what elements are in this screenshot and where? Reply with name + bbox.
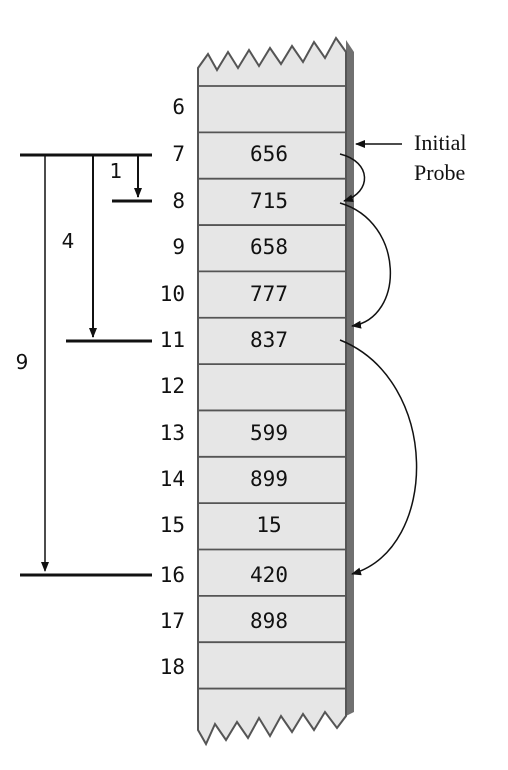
index-label-10: 10 (160, 282, 185, 306)
step-distance-label-9: 9 (16, 350, 29, 374)
index-label-16: 16 (160, 563, 185, 587)
probe-arrow-8-to-11 (339, 202, 392, 329)
step-distance-label-4: 4 (62, 229, 75, 253)
array-column (197, 36, 354, 747)
column-shadow (346, 40, 354, 716)
index-label-17: 17 (160, 609, 185, 633)
probe-label-line2: Probe (414, 160, 465, 185)
index-label-8: 8 (172, 189, 185, 213)
index-label-12: 12 (160, 374, 185, 398)
probe-sequence-arrows (339, 153, 418, 576)
cell-value-11: 837 (250, 328, 288, 352)
cell-value-17: 898 (250, 609, 288, 633)
index-label-6: 6 (172, 95, 185, 119)
cell-value-16: 420 (250, 563, 288, 587)
cell-value-8: 715 (250, 189, 288, 213)
cell-value-13: 599 (250, 421, 288, 445)
step-distance-label-1: 1 (110, 159, 123, 183)
cell-value-7: 656 (250, 142, 288, 166)
index-label-14: 14 (160, 467, 185, 491)
cell-value-14: 899 (250, 467, 288, 491)
index-label-13: 13 (160, 421, 185, 445)
cell-dividers (199, 85, 345, 690)
index-label-15: 15 (160, 513, 185, 537)
cell-value-9: 658 (250, 235, 288, 259)
cell-value-15: 15 (256, 513, 281, 537)
index-labels: 6 7 8 9 10 11 12 13 14 15 16 17 18 (160, 95, 185, 679)
cell-value-10: 777 (250, 282, 288, 306)
index-label-18: 18 (160, 655, 185, 679)
step-distance-markers: 1 4 9 (16, 153, 152, 577)
probe-label-line1: Initial (414, 130, 467, 155)
initial-probe-pointer: Initial Probe (355, 130, 467, 185)
index-label-11: 11 (160, 328, 185, 352)
index-label-7: 7 (172, 142, 185, 166)
cell-values: 656 715 658 777 837 599 899 15 420 898 (250, 142, 288, 633)
column-body (197, 36, 347, 747)
probe-arrow-11-to-16 (339, 339, 418, 576)
probe-arrow-7-to-8 (339, 153, 366, 203)
index-label-9: 9 (172, 235, 185, 259)
